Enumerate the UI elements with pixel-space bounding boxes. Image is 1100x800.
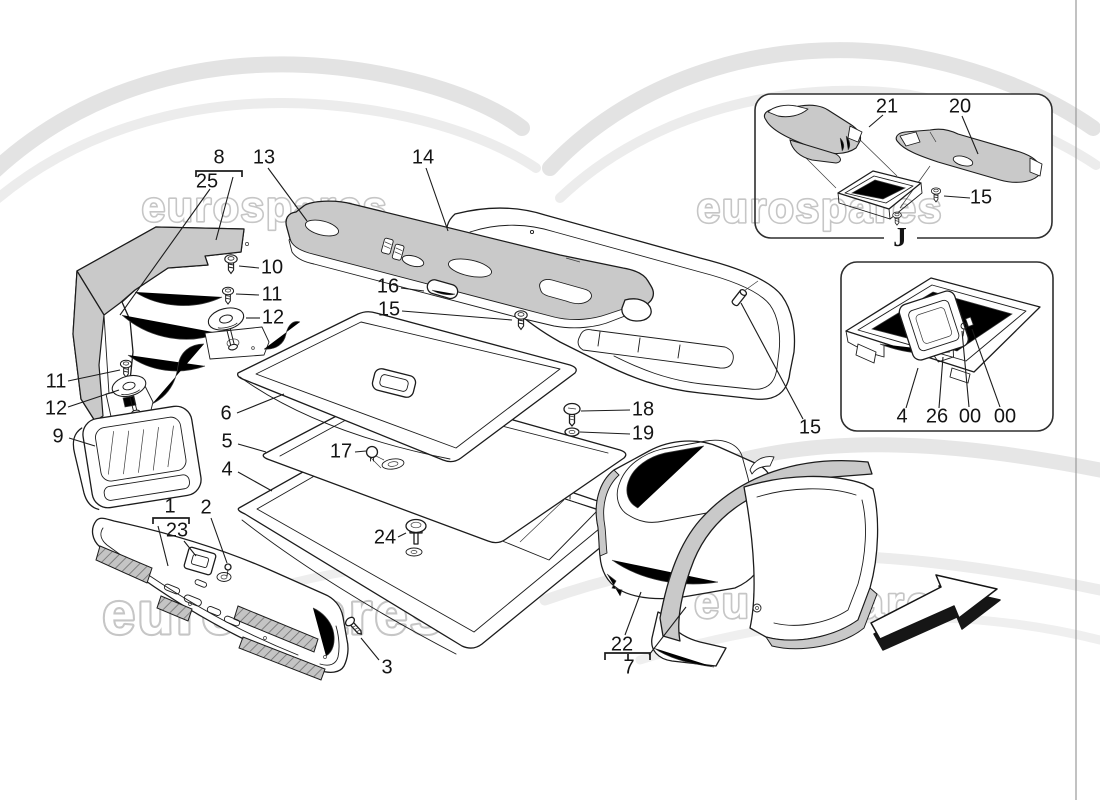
leader-line	[397, 532, 407, 538]
leader-line	[401, 310, 513, 321]
part-corner-carpet	[72, 226, 301, 430]
leader-line	[740, 302, 804, 420]
washer-19	[564, 427, 580, 437]
callout-label: 19	[632, 422, 654, 444]
leader-line	[215, 176, 234, 241]
leader-line	[648, 606, 687, 656]
callout-label: 12	[262, 306, 284, 328]
callout-label: 7	[623, 656, 634, 678]
j-border-gap	[884, 230, 917, 248]
leader-line	[961, 330, 970, 408]
callout-label: 15	[378, 298, 400, 320]
leader-line	[580, 409, 631, 412]
leader-line	[236, 393, 285, 414]
part-bumper-carpet	[91, 517, 349, 681]
callout-label: 16	[377, 275, 399, 297]
callout-label: 12	[45, 397, 67, 419]
leader-line	[943, 195, 971, 199]
callout-label: 1	[164, 495, 175, 517]
group-bracket	[195, 170, 243, 177]
fastener-pin-15	[731, 288, 748, 307]
leader-line	[938, 356, 944, 409]
callout-label: 24	[374, 526, 396, 548]
leader-line	[67, 369, 121, 382]
callout-label: 14	[412, 146, 434, 168]
callout-label: 4	[896, 405, 907, 427]
callout-label: 8	[213, 146, 224, 168]
callout-label: 22	[611, 633, 633, 655]
callout-label: 10	[261, 256, 283, 278]
callout-label: 11	[262, 283, 283, 305]
leader-line	[868, 114, 884, 128]
screw-3	[344, 616, 363, 635]
callout-label: 5	[221, 430, 232, 452]
callout-label: 23	[166, 519, 188, 541]
part-sill-trim	[285, 200, 654, 329]
callout-label: 20	[949, 95, 971, 117]
leader-line	[624, 591, 642, 636]
callout-label: 2	[200, 496, 211, 518]
callout-label: J	[893, 222, 907, 252]
screw-18	[563, 402, 581, 427]
inset-tray-contents	[845, 277, 1041, 384]
leader-line	[354, 450, 367, 453]
leader-line	[961, 115, 979, 155]
callout-label: 00	[959, 405, 981, 427]
leader-line	[157, 525, 169, 567]
screw-icon-11	[221, 286, 235, 305]
callout-label: 15	[799, 416, 821, 438]
leader-line	[579, 431, 631, 435]
leader-line	[971, 328, 1001, 408]
leader-line	[210, 517, 228, 564]
leader-line	[237, 471, 273, 492]
leader-line	[67, 389, 120, 408]
mat-handle	[371, 368, 417, 398]
callout-label: 21	[876, 95, 898, 117]
part-mat-top	[237, 311, 577, 463]
group-bracket	[604, 652, 651, 660]
clip-17	[365, 445, 379, 462]
leader-line	[238, 265, 260, 269]
callout-label: 9	[52, 425, 63, 447]
leader-line	[400, 287, 425, 292]
part-handle-16	[426, 279, 459, 300]
leader-line	[119, 188, 211, 316]
screw-2	[224, 563, 232, 577]
callout-label: 11	[46, 370, 67, 392]
callout-label: 15	[970, 186, 992, 208]
screw-icon-15	[514, 310, 528, 331]
direction-arrow-icon	[870, 574, 1001, 651]
screw-icon-10	[224, 254, 238, 275]
callout-label: 6	[220, 402, 231, 424]
leader-line	[237, 443, 267, 453]
group-bracket	[152, 517, 190, 524]
leader-line	[267, 167, 308, 222]
callout-label: 4	[221, 458, 232, 480]
rivet-24	[405, 518, 427, 557]
clip-23	[183, 546, 217, 576]
leader-line	[235, 293, 260, 296]
part-side-panel-right	[651, 456, 879, 668]
leader-line	[360, 637, 380, 661]
leader-line	[425, 167, 449, 232]
callout-label: 00	[994, 405, 1016, 427]
inset-box-border	[840, 261, 1054, 432]
callout-label: 17	[330, 440, 352, 462]
callout-label: 18	[632, 398, 654, 420]
tray-flap	[898, 290, 969, 363]
part-vent-grille	[72, 405, 202, 511]
part-side-panel-left	[595, 439, 774, 600]
callout-label: 26	[926, 405, 948, 427]
leader-line	[905, 367, 919, 409]
leader-line	[68, 437, 96, 447]
callout-label: 3	[381, 656, 392, 678]
callout-label: 25	[196, 170, 218, 192]
leader-line	[183, 540, 197, 557]
callout-label: 13	[253, 146, 275, 168]
inset-j-contents	[763, 104, 1043, 226]
